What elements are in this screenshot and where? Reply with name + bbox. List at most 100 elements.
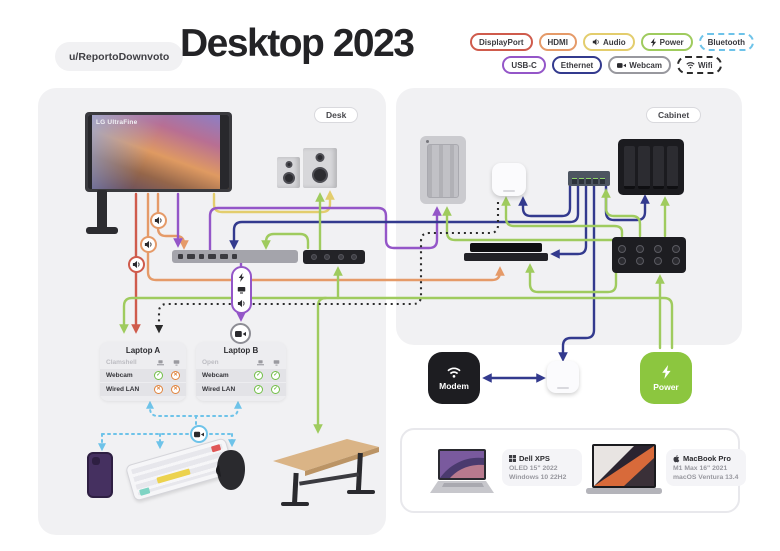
- dell-xps-spec: Dell XPS OLED 15" 2022 Windows 10 22H2: [502, 449, 582, 486]
- mouse: [215, 450, 245, 490]
- dock-port: [208, 254, 216, 259]
- dock-port: [187, 254, 195, 259]
- drive-bay: [666, 146, 678, 189]
- switch-port: [572, 178, 577, 184]
- status-dot: ✕: [171, 371, 180, 380]
- modem-label: Modem: [439, 380, 469, 391]
- legend-usbc: USB-C: [502, 56, 546, 74]
- webcam-badge-laptop-b: [230, 323, 251, 344]
- nas: [618, 139, 684, 195]
- legend-audio: Audio: [582, 33, 635, 51]
- legend-bluetooth: Bluetooth: [698, 33, 754, 51]
- thunderbolt-dock: [172, 250, 298, 263]
- laptop-b-card: Laptop B Open Webcam ✓✓ Wired LAN ✓✓: [196, 342, 286, 401]
- outlet: [618, 244, 626, 253]
- direct-col-icon: [173, 359, 180, 366]
- drive-bay: [624, 146, 636, 189]
- page-title: Desktop 2023: [180, 22, 415, 65]
- dock-port: [178, 254, 183, 259]
- cable-power-laptopA: [119, 296, 328, 334]
- cabinet-label: Cabinet: [646, 107, 702, 123]
- iphone: [87, 452, 113, 498]
- cable-hdmi-monitor-dock: [156, 192, 189, 250]
- cable-eth-switch-console: [550, 184, 588, 259]
- cable-usbc-dock-storage: [208, 206, 442, 252]
- cable-hdmi-monitor-console: [146, 192, 505, 282]
- macbook-pro-image: [586, 444, 662, 494]
- speaker-icon: [132, 260, 140, 269]
- outlet: [672, 244, 680, 253]
- mesh-router-lower: [547, 361, 579, 393]
- cable-audio-monitor-speakers: [212, 190, 335, 214]
- console-top: [470, 243, 542, 252]
- laptop-b-webcam-row: Webcam ✓✓: [196, 369, 286, 382]
- cabinet-panel: [396, 88, 742, 345]
- power-label: Power: [653, 381, 679, 392]
- macbook-pro-spec: MacBook Pro M1 Max 16" 2021 macOS Ventur…: [666, 449, 746, 486]
- laptop-a-lan-row: Wired LAN ✕✕: [100, 383, 186, 396]
- webcam-icon: [194, 431, 204, 437]
- cable-power-mesh: [501, 196, 624, 238]
- lg-ultrafine-monitor: LG UltraFine: [85, 112, 232, 192]
- speaker-icon: [144, 240, 152, 249]
- audio-over-hdmi-badge: [140, 236, 157, 253]
- dock-port: [199, 254, 204, 259]
- laptop-a-title: Laptop A: [125, 346, 161, 355]
- cable-power-switch: [601, 188, 642, 238]
- router-slot: [557, 387, 569, 389]
- game-console: [464, 243, 548, 263]
- drive-bay: [652, 146, 664, 189]
- switch-port: [586, 178, 591, 184]
- outlet: [618, 257, 626, 266]
- wifi-icon: [447, 366, 461, 378]
- monitor-brand-label: LG UltraFine: [96, 119, 138, 126]
- laptop-b-state-row: Open: [196, 358, 286, 368]
- console-base: [464, 253, 548, 261]
- status-dot: ✓: [271, 371, 280, 380]
- direct-col-icon: [273, 359, 280, 366]
- mesh-router-cabinet: [492, 163, 526, 196]
- legend-hdmi: HDMI: [538, 33, 577, 51]
- tweeter: [285, 161, 292, 168]
- status-led: [426, 140, 429, 143]
- legend-displayport: DisplayPort: [470, 33, 533, 51]
- monitor-screen: LG UltraFine: [88, 115, 229, 189]
- cable-eth-switch-nas: [604, 184, 650, 222]
- standing-desk: [273, 439, 379, 506]
- webcam-icon: [235, 330, 246, 337]
- link-bt-laptops: [146, 400, 242, 417]
- outlet: [324, 254, 331, 260]
- status-dot: ✓: [254, 385, 263, 394]
- outlet: [310, 254, 317, 260]
- status-dot: ✕: [171, 385, 180, 394]
- cable-power-desk: [313, 296, 674, 434]
- cable-eth-switch-mesh: [518, 184, 572, 218]
- laptop-b-lan-row: Wired LAN ✓✓: [196, 383, 286, 396]
- outlet: [636, 244, 644, 253]
- monitor-base: [86, 227, 118, 234]
- switch-port: [600, 178, 605, 184]
- vents: [427, 144, 459, 198]
- laptop-b-title: Laptop B: [223, 346, 259, 355]
- phone-webcam-badge: [190, 425, 208, 443]
- drive-bay: [638, 146, 650, 189]
- legend-webcam: Webcam: [608, 56, 671, 74]
- webcam-icon: [617, 62, 627, 68]
- speaker-right: [303, 148, 337, 188]
- dock-port: [232, 254, 237, 259]
- legend-row-1: DisplayPort HDMI Audio Power Bluetooth: [470, 33, 754, 51]
- legend-row-2: USB-C Ethernet Webcam Wifi: [476, 56, 748, 74]
- speaker-icon: [154, 216, 162, 225]
- audio-over-hdmi-badge: [150, 212, 167, 229]
- speaker-left: [277, 157, 300, 188]
- dock-port: [220, 254, 228, 259]
- switch-port: [593, 178, 598, 184]
- cable-power-console: [525, 263, 618, 294]
- display-icon: [237, 287, 246, 294]
- power-source: Power: [640, 352, 692, 404]
- dell-xps-image: [430, 449, 494, 493]
- apple-logo: [673, 454, 680, 462]
- desk-label: Desk: [314, 107, 359, 123]
- status-dot: ✕: [154, 385, 163, 394]
